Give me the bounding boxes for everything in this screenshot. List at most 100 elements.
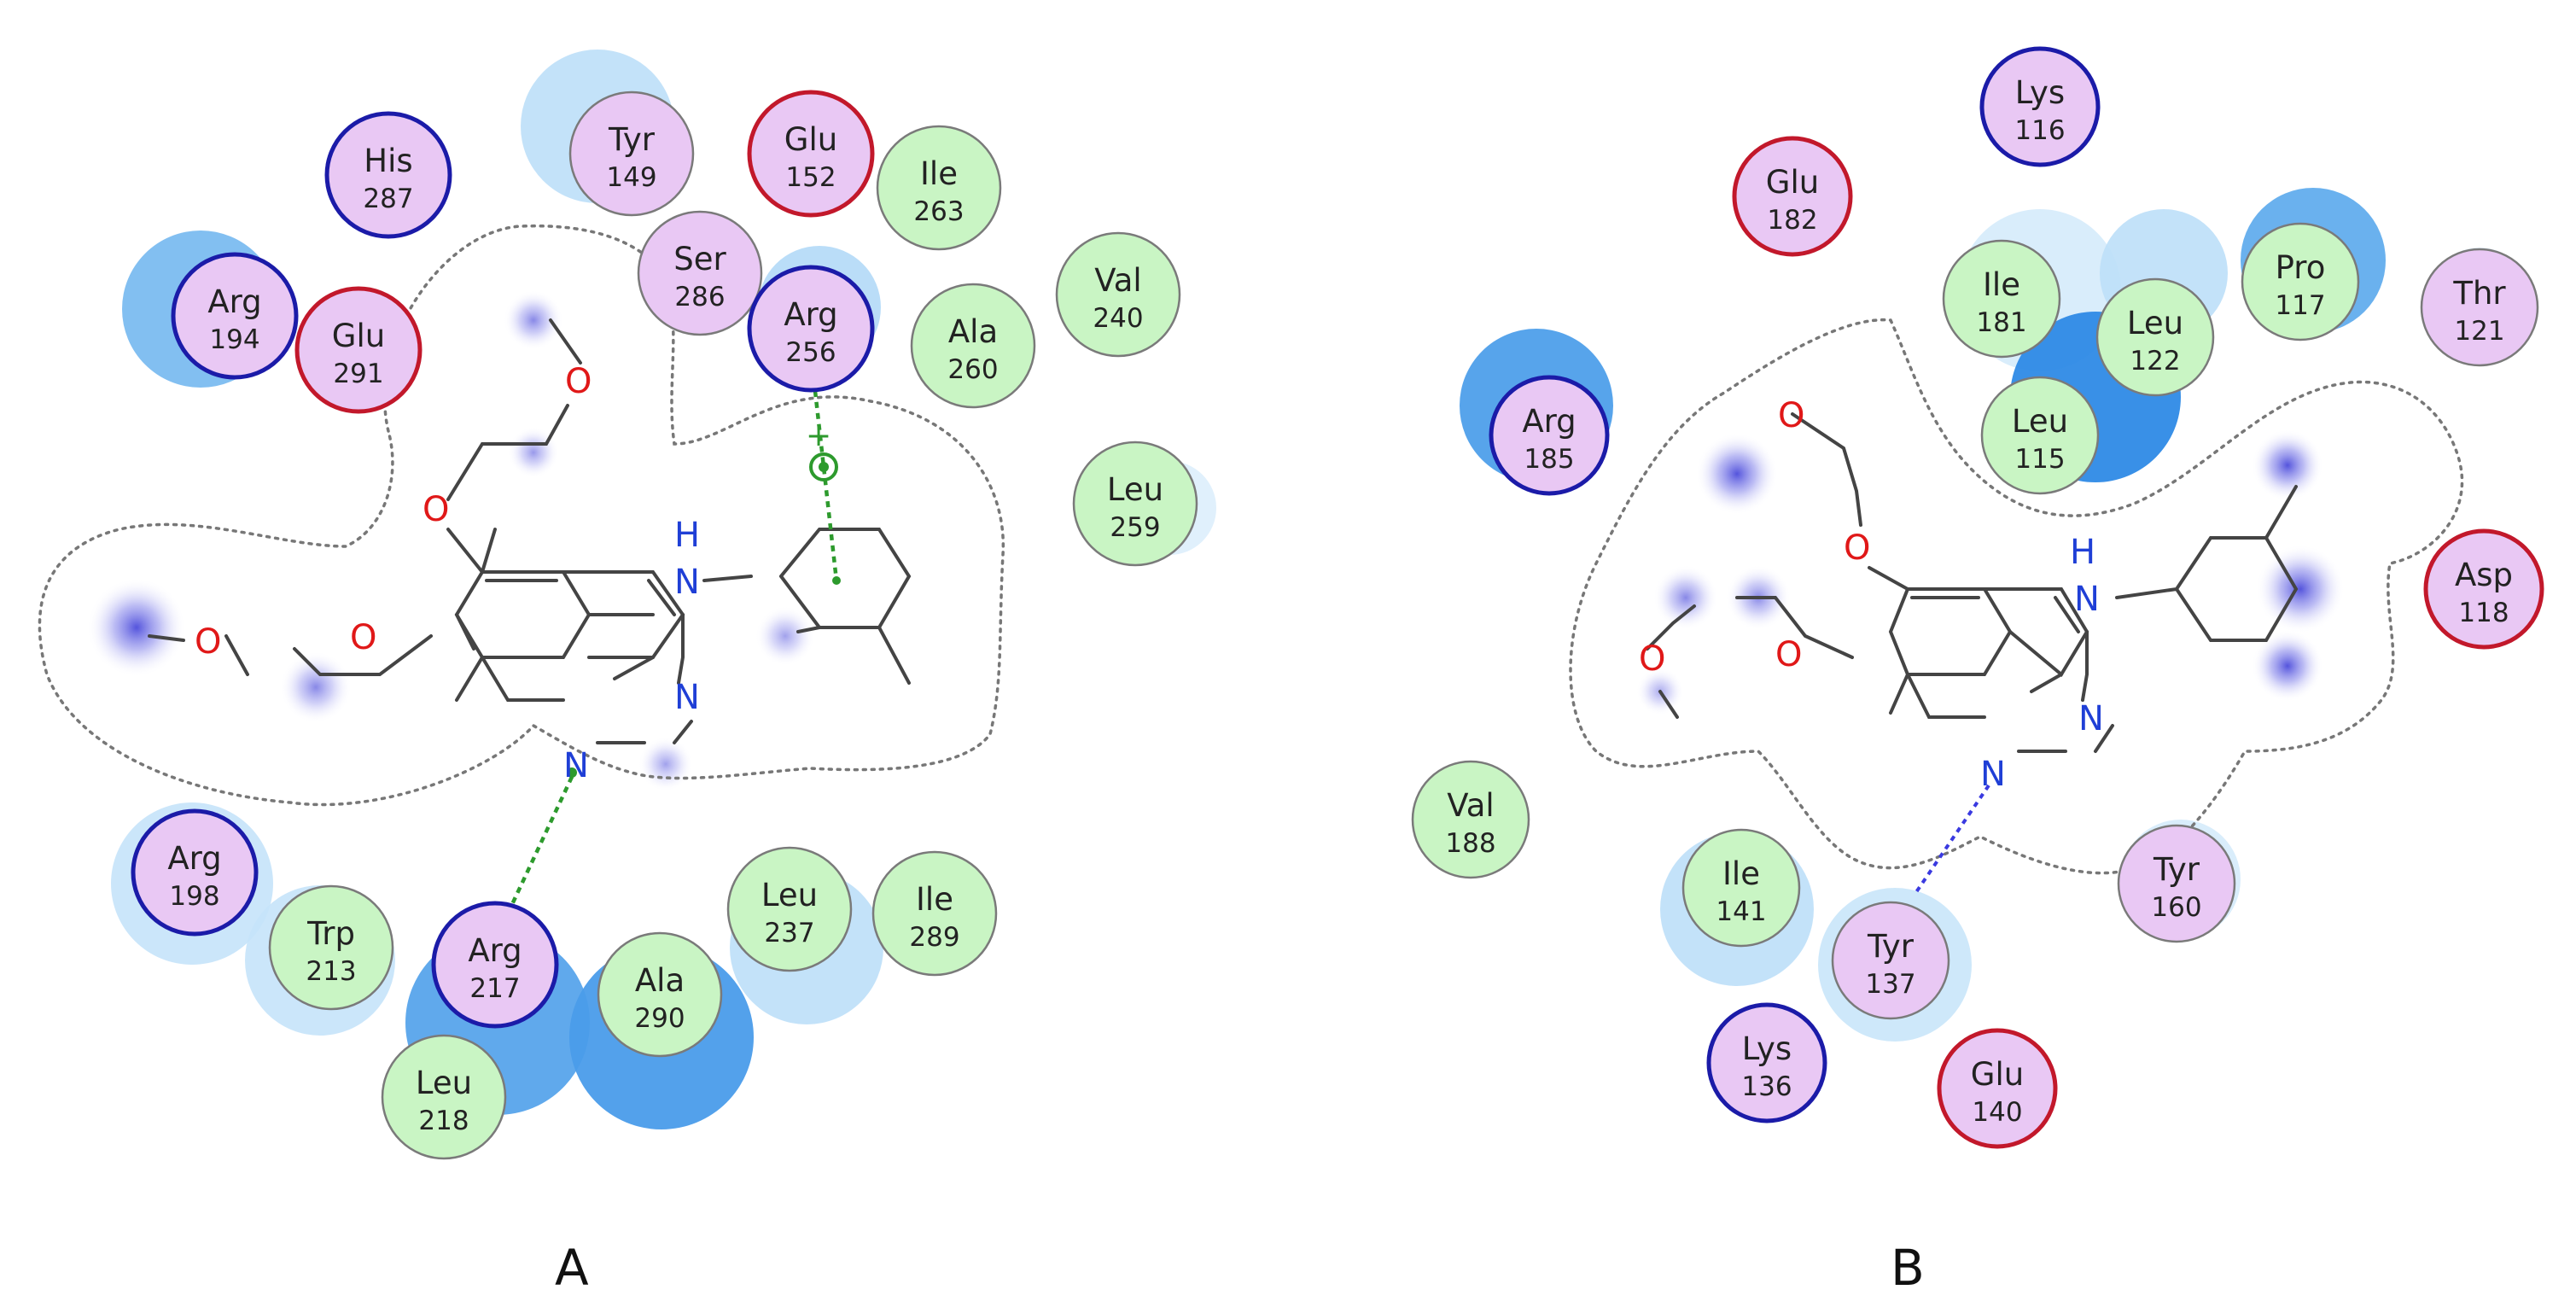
residue-number: 137: [1865, 969, 1915, 1000]
residue-disc: [2095, 277, 2215, 397]
residue-disc: [2117, 824, 2236, 943]
residue-name: Arg: [207, 283, 261, 320]
residue-disc: [2423, 528, 2544, 650]
residue-name: Arg: [468, 932, 522, 969]
residue-number: 117: [2275, 290, 2325, 321]
amine-h-atom: H: [674, 516, 700, 555]
oxygen-atom: O: [423, 490, 449, 529]
residue-number: 290: [634, 1003, 685, 1034]
hbond-dot-arg217: [567, 767, 577, 778]
residue-asp-118: Asp 118: [2423, 528, 2544, 650]
residue-number: 194: [209, 324, 259, 355]
residue-number: 160: [2151, 892, 2201, 923]
residue-number: 115: [2014, 444, 2065, 475]
residue-number: 118: [2458, 598, 2509, 628]
residue-lys-116: Lys 116: [1979, 46, 2101, 167]
residue-number: 213: [306, 956, 356, 987]
residue-name: Arg: [167, 840, 221, 877]
residue-name: Ser: [673, 241, 726, 277]
residue-name: Asp: [2455, 557, 2513, 593]
residue-disc: [747, 265, 875, 393]
residue-name: Val: [1094, 262, 1141, 299]
residue-disc: [1732, 136, 1853, 257]
residue-disc: [1489, 375, 1610, 496]
residue-disc: [1937, 1028, 2058, 1149]
residue-number: 259: [1110, 512, 1160, 543]
residue-thr-121: Thr 121: [2420, 248, 2539, 367]
residue-val-240: Val 240: [1055, 231, 1181, 358]
residue-number: 260: [947, 354, 998, 385]
residue-number: 237: [764, 918, 814, 948]
residue-number: 291: [333, 359, 383, 389]
residue-disc: [2241, 222, 2360, 341]
residue-leu-218: Leu 218: [381, 1034, 507, 1160]
residue-name: Lys: [1742, 1030, 1792, 1067]
oxygen-atom: O: [1778, 396, 1804, 435]
residue-disc: [1979, 46, 2101, 167]
ligand-a-atoms: O O O O H N N N: [195, 362, 700, 785]
residue-name: Lys: [2015, 74, 2065, 111]
residue-disc: [431, 901, 559, 1029]
residue-number: 188: [1445, 828, 1495, 859]
residue-name: Tyr: [1867, 928, 1915, 965]
residue-name: His: [364, 143, 412, 179]
residue-disc: [2420, 248, 2539, 367]
residue-disc: [1072, 441, 1198, 567]
residue-number: 140: [1972, 1097, 2022, 1128]
amine-h-atom: H: [2070, 533, 2095, 572]
residue-disc: [1831, 901, 1950, 1020]
nitrogen-atom: N: [2078, 699, 2104, 738]
cation-pi-arg256: [813, 390, 839, 581]
hbond-tyr137: [1915, 784, 1990, 894]
residue-name: Leu: [416, 1065, 472, 1101]
ligand-b-atoms: O O O O H N N N: [1639, 396, 2104, 794]
residue-disc: [381, 1034, 507, 1160]
residue-number: 218: [418, 1106, 469, 1136]
residue-number: 287: [363, 184, 413, 214]
residue-disc: [1980, 376, 2100, 495]
residue-number: 116: [2014, 115, 2065, 146]
residue-disc: [171, 252, 299, 380]
residue-tyr-137: Tyr 137: [1831, 901, 1950, 1020]
residue-number: 149: [606, 162, 656, 193]
residue-name: Leu: [1107, 471, 1163, 508]
residue-disc: [268, 884, 394, 1011]
nitrogen-atom: N: [1980, 755, 2006, 794]
nitrogen-atom: N: [674, 678, 700, 717]
residue-name: Trp: [306, 915, 355, 952]
oxygen-atom: O: [1639, 639, 1665, 679]
residue-name: Thr: [2452, 275, 2506, 312]
oxygen-atom: O: [565, 362, 592, 401]
residue-name: Ala: [948, 313, 998, 350]
residue-name: Arg: [1522, 403, 1576, 440]
residue-number: 121: [2454, 316, 2504, 347]
residue-name: Ile: [1983, 266, 2020, 303]
pi-ring-marker-a: [809, 452, 838, 481]
residue-disc: [131, 808, 259, 937]
residue-disc: [910, 283, 1036, 409]
residue-arg-194: Arg 194: [171, 252, 299, 380]
residue-disc: [1706, 1002, 1827, 1123]
residue-disc: [876, 125, 1002, 251]
residue-name: Ile: [916, 881, 953, 918]
residue-name: Glu: [1766, 164, 1819, 201]
residue-disc: [726, 846, 853, 972]
residue-number: 240: [1093, 303, 1143, 334]
residue-number: 141: [1716, 896, 1766, 927]
residue-name: Glu: [784, 121, 837, 158]
oxygen-atom: O: [350, 618, 376, 657]
residue-name: Arg: [784, 296, 837, 333]
